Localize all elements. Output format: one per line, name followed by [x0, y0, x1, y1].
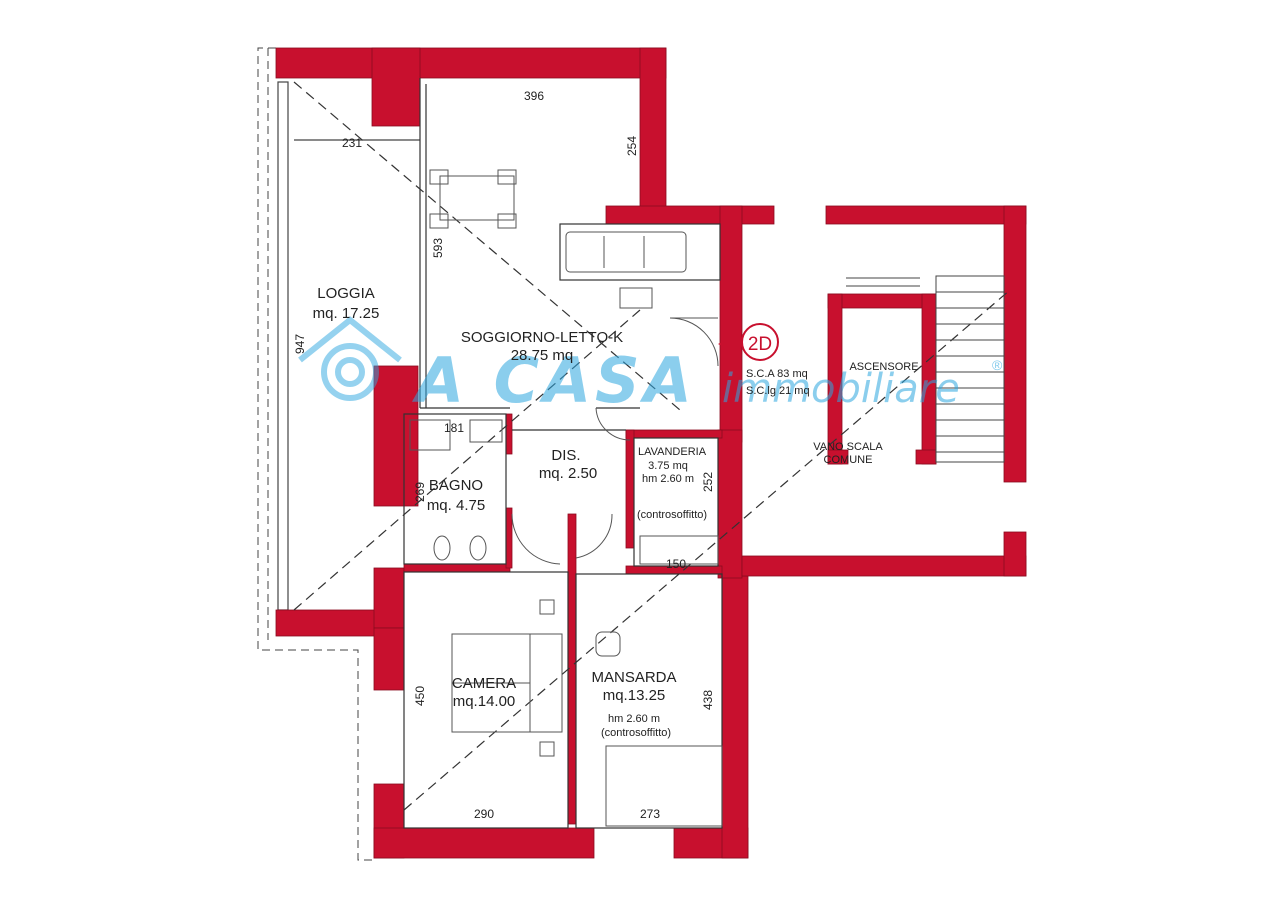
- staircase: [846, 275, 1005, 463]
- watermark-logo-icon: [298, 316, 402, 401]
- lavanderia-area: 3.75 mq: [648, 460, 688, 472]
- entry-arrow-icon: [718, 334, 738, 354]
- dis-name: DIS.: [551, 447, 580, 464]
- watermark-registered: ®: [992, 357, 1003, 373]
- soggiorno-name: SOGGIORNO-LETTO-K: [461, 329, 623, 346]
- sofa: [565, 231, 687, 273]
- dim-231: 231: [342, 136, 362, 150]
- ascensore-name: ASCENSORE: [849, 361, 918, 373]
- entry-door: [669, 317, 719, 367]
- soggiorno-area: 28.75 mq: [511, 347, 574, 364]
- interior-lines: [403, 78, 723, 829]
- shower: [409, 419, 451, 451]
- mansarda-note: (controsoffitto): [601, 727, 671, 739]
- property-outline: [257, 47, 376, 861]
- vano-scala-line1: VANO SCALA: [813, 441, 883, 453]
- dining-table: [439, 175, 515, 221]
- desk: [595, 631, 621, 657]
- dim-438: 438: [701, 690, 715, 710]
- coffee-table: [619, 287, 653, 309]
- dim-593: 593: [431, 238, 445, 258]
- unit-badge-label: 2D: [748, 334, 772, 355]
- bagno-name: BAGNO: [429, 477, 483, 494]
- unit-badge: 2D S.C.A 83 mq S.C.lg 21 mq: [718, 323, 810, 397]
- bagno-area: mq. 4.75: [427, 497, 485, 514]
- dim-150: 150: [666, 557, 686, 571]
- lavanderia-note: (controsoffitto): [637, 509, 707, 521]
- dimension-labels: 396 231 254 593 947 181 269 252 150 450 …: [293, 89, 715, 821]
- vano-scala-line2: COMUNE: [824, 454, 873, 466]
- lavanderia-name: LAVANDERIA: [638, 446, 707, 458]
- dis-area: mq. 2.50: [539, 465, 597, 482]
- camera-name: CAMERA: [452, 675, 516, 692]
- watermark: A CASA immobiliare ®: [298, 316, 1003, 417]
- furniture: [409, 169, 723, 827]
- mansarda-area: mq.13.25: [603, 687, 666, 704]
- unit-sca: S.C.A 83 mq: [746, 368, 808, 380]
- dim-254: 254: [625, 136, 639, 156]
- dim-290: 290: [474, 807, 494, 821]
- loggia-name: LOGGIA: [317, 285, 375, 302]
- room-labels: LOGGIA mq. 17.25 SOGGIORNO-LETTO-K 28.75…: [313, 285, 919, 739]
- dim-450: 450: [413, 686, 427, 706]
- bidet: [469, 535, 487, 561]
- camera-area: mq.14.00: [453, 693, 516, 710]
- loggia-area: mq. 17.25: [313, 305, 380, 322]
- roof-slope-lines: [293, 81, 1011, 811]
- watermark-main: A CASA: [411, 344, 696, 417]
- lavanderia-height: hm 2.60 m: [642, 473, 694, 485]
- dim-947: 947: [293, 334, 307, 354]
- mansarda-name: MANSARDA: [591, 669, 676, 686]
- dim-269: 269: [413, 482, 427, 502]
- dim-181: 181: [444, 421, 464, 435]
- sink: [469, 419, 503, 443]
- toilet: [433, 535, 451, 561]
- walls: [275, 47, 1027, 859]
- dim-396: 396: [524, 89, 544, 103]
- dim-273: 273: [640, 807, 660, 821]
- unit-sclg: S.C.lg 21 mq: [746, 385, 810, 397]
- mansarda-height: hm 2.60 m: [608, 713, 660, 725]
- dim-252: 252: [701, 472, 715, 492]
- watermark-sub: immobiliare: [722, 366, 960, 412]
